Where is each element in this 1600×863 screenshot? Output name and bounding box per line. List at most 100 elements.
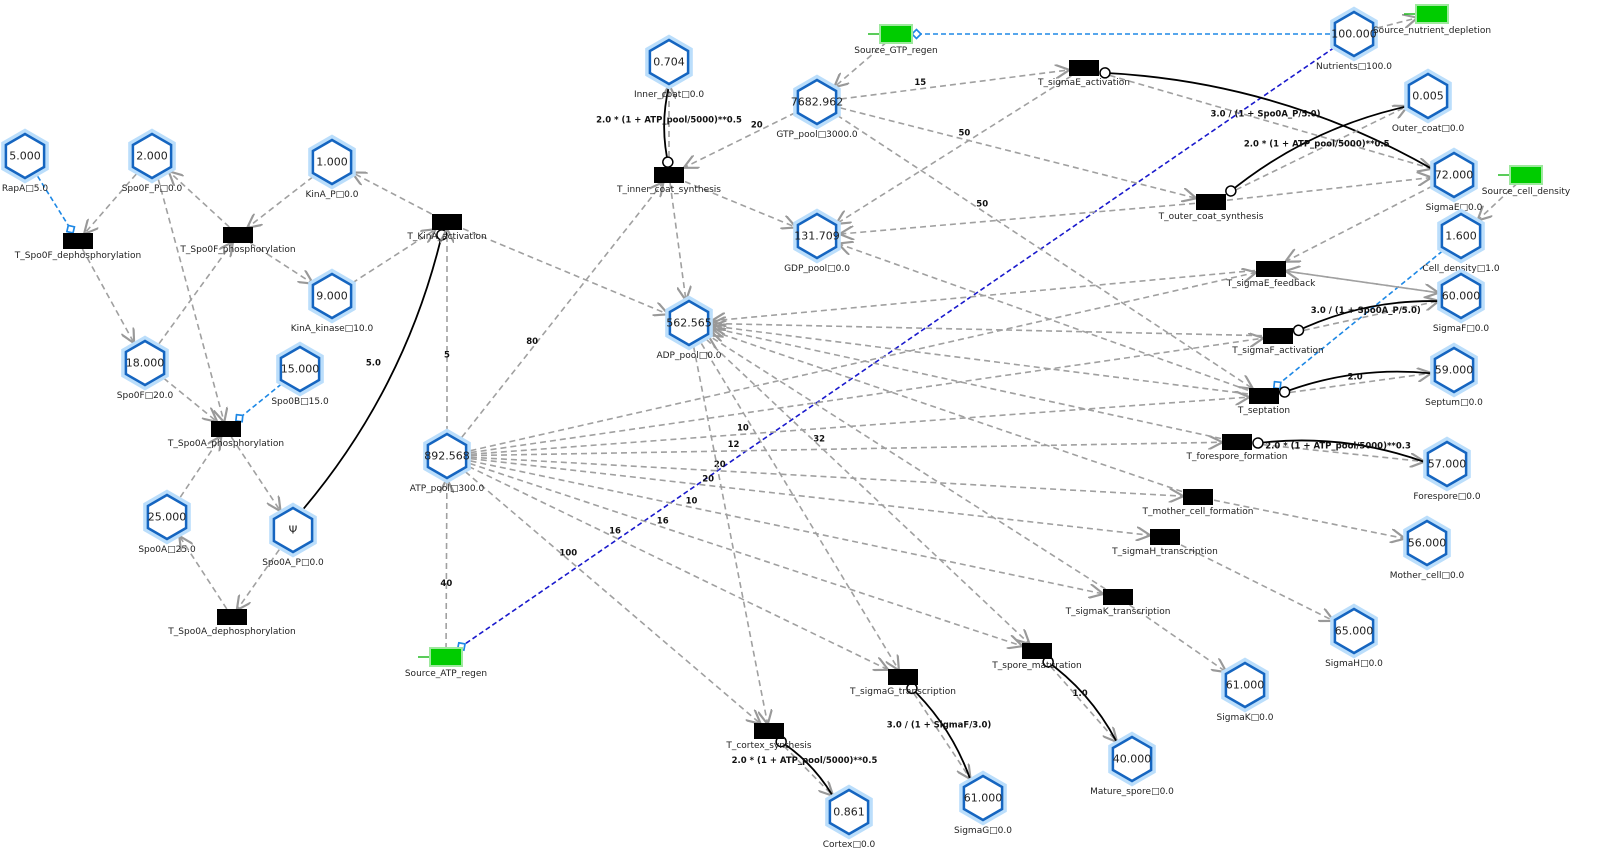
arc-Spo0F-to-T_Spo0A_phosphorylation [163, 377, 217, 421]
arc-weight-label: 2.0 * (1 + ATP_pool/5000)**0.3 [1265, 442, 1411, 452]
transition-label: T_sigmaE_feedback [1226, 279, 1317, 289]
arc-Cortex-to-T_cortex_synthesis [775, 735, 833, 796]
arc-Outer_coat-to-T_outer_coat_synthesis [1225, 105, 1407, 197]
transition-T_Spo0A_dephosphorylation[interactable]: T_Spo0A_dephosphorylation [167, 609, 296, 637]
arc-weight-label: 15 [914, 78, 926, 88]
place-token-value: 25.000 [148, 511, 187, 524]
transition-bar [432, 214, 462, 230]
arc-T_Spo0F_phosphorylation-to-Spo0F_P [170, 172, 230, 228]
transition-T_mother_cell_formation[interactable]: T_mother_cell_formation [1142, 489, 1254, 517]
transition-label: T_outer_coat_synthesis [1158, 212, 1264, 222]
arc-GTP_pool-to-T_inner_coat_synthesis [685, 111, 796, 167]
source-Source_GTP_regen[interactable]: Source_GTP_regen [854, 24, 938, 56]
arc-T_mother_cell_formation-to-Mother_cell [1213, 499, 1403, 538]
place-label: Forespore□0.0 [1413, 492, 1480, 502]
source-Source_nutrient_depletion[interactable]: Source_nutrient_depletion [1373, 4, 1491, 36]
source-Source_ATP_regen[interactable]: Source_ATP_regen [405, 647, 487, 679]
arc-T_cortex_synthesis-to-Cortex [776, 738, 832, 795]
transition-T_septation[interactable]: T_septation [1237, 388, 1290, 416]
transition-T_outer_coat_synthesis[interactable]: T_outer_coat_synthesis [1158, 194, 1264, 222]
arc-T_Spo0A_phosphorylation-to-Spo0A_P [230, 436, 279, 510]
arc-Nutrients-to-Source_nutrient_depletion [1377, 18, 1416, 29]
arc-weight-label: 16 [657, 516, 669, 526]
transition-bar [1263, 328, 1293, 344]
arc-SigmaF-to-T_sigmaF_activation [1292, 300, 1438, 337]
transition-T_sigmaK_transcription[interactable]: T_sigmaK_transcription [1065, 589, 1171, 617]
transition-label: T_KinA_activation [406, 232, 486, 242]
transition-T_inner_coat_synthesis[interactable]: T_inner_coat_synthesis [616, 167, 721, 195]
transition-T_sigmaE_feedback[interactable]: T_sigmaE_feedback [1226, 261, 1317, 289]
arc-T_sigmaF_activation-to-ADP_pool [713, 324, 1263, 337]
arc-weight-label: 10 [737, 423, 749, 433]
transition-T_sigmaG_transcription[interactable]: T_sigmaG_transcription [849, 669, 956, 697]
place-token-value: 61.000 [1226, 679, 1265, 692]
place-label: Spo0F□20.0 [117, 391, 174, 401]
arc-T_Spo0F_phosphorylation-to-KinA_kinase [249, 242, 312, 283]
arc-weight-label: 3.0 / (1 + Spo0A_P/5.0) [1210, 109, 1320, 119]
transition-T_spore_maturation[interactable]: T_spore_maturation [991, 643, 1082, 671]
transition-label: T_sigmaH_transcription [1111, 547, 1218, 557]
arc-T_sigmaH_transcription-to-SigmaH [1180, 544, 1333, 620]
place-hexagon [1440, 272, 1482, 320]
place-hexagon [796, 78, 838, 126]
transition-T_cortex_synthesis[interactable]: T_cortex_synthesis [725, 723, 812, 751]
arc-weight-label: 20 [714, 460, 726, 470]
transition-T_Spo0A_phosphorylation[interactable]: T_Spo0A_phosphorylation [167, 421, 284, 449]
place-token-value: 892.568 [424, 450, 470, 463]
place-hexagon [828, 788, 870, 836]
source-Source_cell_density[interactable]: Source_cell_density [1482, 165, 1571, 197]
arc-ATP_pool-to-T_septation [470, 397, 1248, 456]
transition-T_sigmaH_transcription[interactable]: T_sigmaH_transcription [1111, 529, 1218, 557]
transition-T_sigmaF_activation[interactable]: T_sigmaF_activation [1231, 328, 1324, 356]
transition-T_Spo0F_dephosphorylation[interactable]: T_Spo0F_dephosphorylation [14, 233, 141, 261]
transition-T_Spo0F_phosphorylation[interactable]: T_Spo0F_phosphorylation [179, 227, 296, 255]
arc-Spo0B-to-T_Spo0A_phosphorylation [236, 383, 282, 421]
transition-T_KinA_activation[interactable]: T_KinA_activation [406, 214, 487, 242]
transition-T_forespore_formation[interactable]: T_forespore_formation [1186, 434, 1288, 462]
place-hexagon [962, 774, 1004, 822]
arc-GTP_pool-to-T_sigmaE_activation [840, 70, 1068, 100]
arc-weight-label: 5 [444, 350, 450, 360]
place-label: Outer_coat□0.0 [1392, 124, 1465, 134]
transition-label: T_Spo0A_dephosphorylation [167, 627, 295, 637]
transition-bar [1196, 194, 1226, 210]
arc-T_spore_maturation-to-Mature_spore [1043, 658, 1116, 741]
place-label: Spo0B□15.0 [271, 397, 329, 407]
arc-T_outer_coat_synthesis-to-Outer_coat [1226, 107, 1406, 195]
transition-T_sigmaE_activation[interactable]: T_sigmaE_activation [1037, 60, 1130, 88]
place-token-value: 100.000 [1331, 28, 1377, 41]
place-token-value: 0.704 [653, 56, 685, 69]
arc-T_outer_coat_synthesis-to-GDP_pool [841, 202, 1196, 234]
place-hexagon [426, 432, 468, 480]
place-label: SigmaG□0.0 [954, 826, 1012, 836]
arc-T_sigmaE_activation-to-SigmaE [1099, 71, 1431, 169]
transition-label: T_sigmaK_transcription [1065, 607, 1171, 617]
transition-bar [63, 233, 93, 249]
